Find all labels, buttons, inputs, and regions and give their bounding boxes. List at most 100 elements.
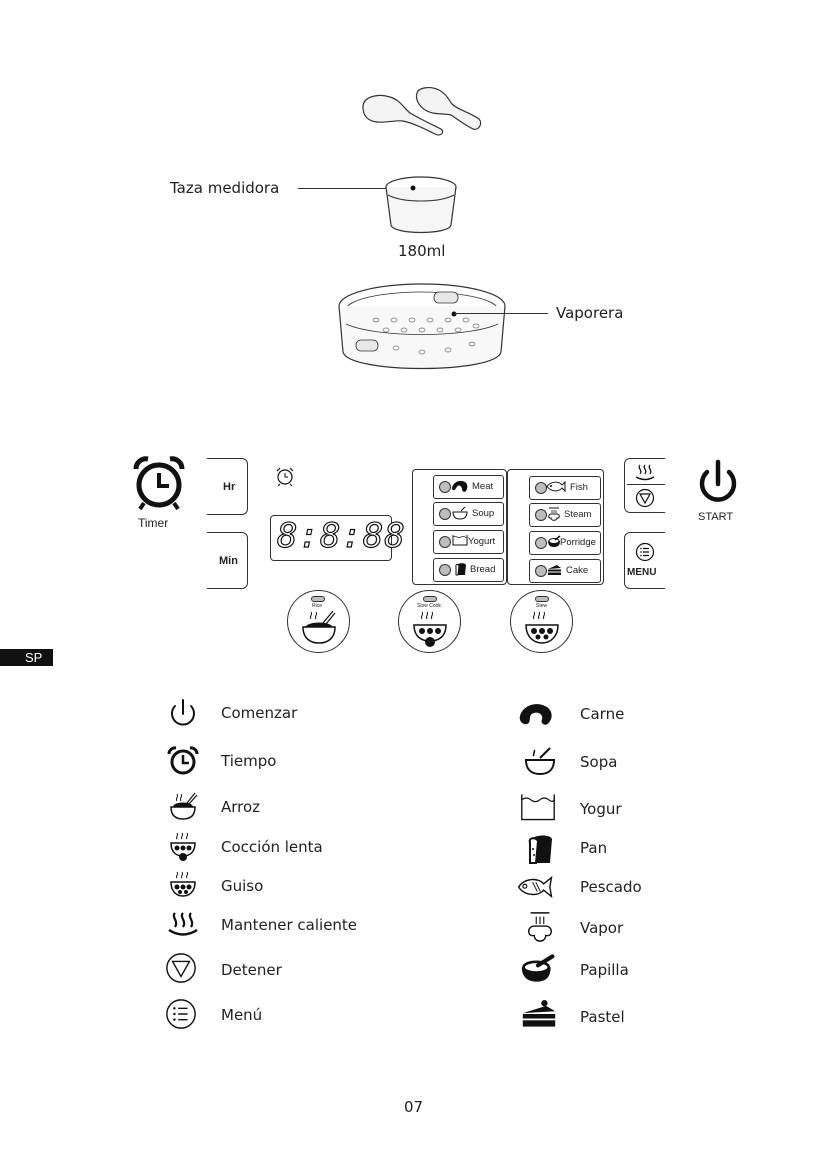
stew-icon bbox=[170, 871, 196, 897]
keep-warm-small-icon bbox=[635, 464, 655, 481]
program-steam-button[interactable]: Steam bbox=[529, 503, 601, 527]
stew-dial-label: Stew bbox=[536, 603, 548, 609]
steam-label: Steam bbox=[564, 509, 592, 520]
cake-led bbox=[535, 565, 547, 577]
yogurt-led bbox=[439, 536, 451, 548]
legend-pastel: Pastel bbox=[580, 1008, 625, 1026]
legend-guiso: Guiso bbox=[221, 877, 264, 895]
hr-button[interactable]: Hr bbox=[207, 458, 248, 515]
alarm-clock-icon bbox=[167, 746, 199, 775]
legend-vapor: Vapor bbox=[580, 919, 624, 937]
porridge-led bbox=[535, 537, 547, 549]
keep-warm-icon bbox=[168, 912, 198, 936]
porridge-icon bbox=[521, 954, 555, 982]
program-cake-button[interactable]: Cake bbox=[529, 559, 601, 583]
fish-led bbox=[535, 482, 547, 494]
menu-button[interactable]: MENU bbox=[624, 532, 665, 589]
porridge-small-icon bbox=[548, 535, 561, 547]
keep-warm-divider bbox=[627, 484, 665, 485]
yogurt-label: Yogurt bbox=[468, 536, 496, 547]
steam-small-icon bbox=[548, 507, 560, 521]
steam-led bbox=[535, 509, 547, 521]
legend-mantener-caliente: Mantener caliente bbox=[221, 916, 358, 934]
yogurt-small-icon bbox=[452, 535, 468, 546]
bread-led bbox=[439, 564, 451, 576]
program-bread-button[interactable]: Bread bbox=[433, 558, 504, 582]
program-soup-button[interactable]: Soup bbox=[433, 502, 504, 526]
menu-small-icon bbox=[635, 542, 655, 562]
meat-label: Meat bbox=[472, 481, 494, 492]
legend-tiempo: Tiempo bbox=[221, 752, 277, 770]
stop-small-icon bbox=[635, 488, 655, 508]
legend-comenzar: Comenzar bbox=[221, 704, 298, 722]
timer-icon bbox=[133, 456, 185, 511]
program-panel-left bbox=[412, 469, 507, 585]
rice-bowl-dial-icon bbox=[302, 610, 336, 644]
language-tab bbox=[0, 649, 53, 666]
cup-volume-label: 180ml bbox=[398, 242, 446, 260]
start-power-icon[interactable] bbox=[693, 458, 743, 508]
bread-small-icon bbox=[455, 563, 466, 576]
menu-label: MENU bbox=[627, 567, 657, 578]
bread-label: Bread bbox=[470, 564, 496, 575]
meat-icon bbox=[519, 704, 552, 725]
cake-icon bbox=[522, 1000, 556, 1027]
program-yogurt-button[interactable]: Yogurt bbox=[433, 530, 504, 554]
dial-slow-cook[interactable]: Slow Cook bbox=[398, 590, 461, 653]
min-button[interactable]: Min bbox=[207, 532, 248, 589]
rice-bowl-icon bbox=[170, 792, 198, 820]
slow-cook-icon bbox=[170, 832, 196, 861]
stew-dial-led bbox=[535, 596, 549, 602]
fish-icon bbox=[517, 875, 553, 899]
power-icon bbox=[171, 699, 195, 726]
slow-cook-dial-icon bbox=[413, 611, 447, 647]
stop-icon bbox=[166, 953, 196, 983]
soup-small-icon bbox=[452, 506, 468, 520]
slow-cook-dial-led bbox=[423, 596, 437, 602]
slow-cook-dial-label: Slow Cook bbox=[417, 603, 441, 609]
steamer-leader-line bbox=[455, 313, 548, 314]
program-panel-right bbox=[507, 469, 604, 585]
fish-label: Fish bbox=[570, 482, 588, 493]
page-number: 07 bbox=[404, 1098, 424, 1116]
start-label: START bbox=[698, 511, 734, 523]
alarm-clock-indicator-icon bbox=[276, 467, 294, 487]
rice-dial-led bbox=[311, 596, 325, 602]
steamer-label: Vaporera bbox=[556, 304, 624, 322]
legend-pescado: Pescado bbox=[580, 878, 642, 896]
language-tab-label: SP bbox=[25, 650, 43, 665]
meat-led bbox=[439, 481, 451, 493]
steamer-illustration bbox=[338, 283, 506, 370]
timer-label: Timer bbox=[138, 516, 169, 530]
soup-led bbox=[439, 508, 451, 520]
legend-detener: Detener bbox=[221, 961, 282, 979]
digital-display bbox=[270, 515, 392, 561]
rice-dial-label: Rice bbox=[312, 603, 323, 609]
cake-label: Cake bbox=[566, 565, 589, 576]
legend-papilla: Papilla bbox=[580, 961, 629, 979]
soup-label: Soup bbox=[472, 508, 495, 519]
soup-icon bbox=[524, 747, 556, 776]
spoons-illustration bbox=[362, 87, 482, 136]
display-digits: 8:8:88 bbox=[276, 515, 406, 556]
legend-menu: Menú bbox=[221, 1006, 263, 1024]
legend-carne: Carne bbox=[580, 705, 625, 723]
min-label: Min bbox=[219, 555, 238, 567]
porridge-label: Porridge bbox=[560, 537, 596, 548]
keep-warm-stop-button[interactable] bbox=[624, 458, 665, 513]
stew-dial-icon bbox=[525, 611, 559, 644]
menu-icon bbox=[166, 999, 196, 1029]
measuring-cup-label: Taza medidora bbox=[170, 179, 280, 197]
yogurt-icon bbox=[521, 794, 555, 821]
dial-rice[interactable]: Rice bbox=[287, 590, 350, 653]
hr-label: Hr bbox=[223, 481, 236, 493]
legend-arroz: Arroz bbox=[221, 798, 261, 816]
program-meat-button[interactable]: Meat bbox=[433, 475, 504, 499]
bread-icon bbox=[528, 835, 552, 864]
cake-small-icon bbox=[548, 565, 561, 575]
legend-yogur: Yogur bbox=[580, 800, 622, 818]
measuring-cup-illustration bbox=[385, 176, 457, 234]
program-porridge-button[interactable]: Porridge bbox=[529, 531, 601, 555]
dial-stew[interactable]: Stew bbox=[510, 590, 573, 653]
program-fish-button[interactable]: Fish bbox=[529, 476, 601, 500]
